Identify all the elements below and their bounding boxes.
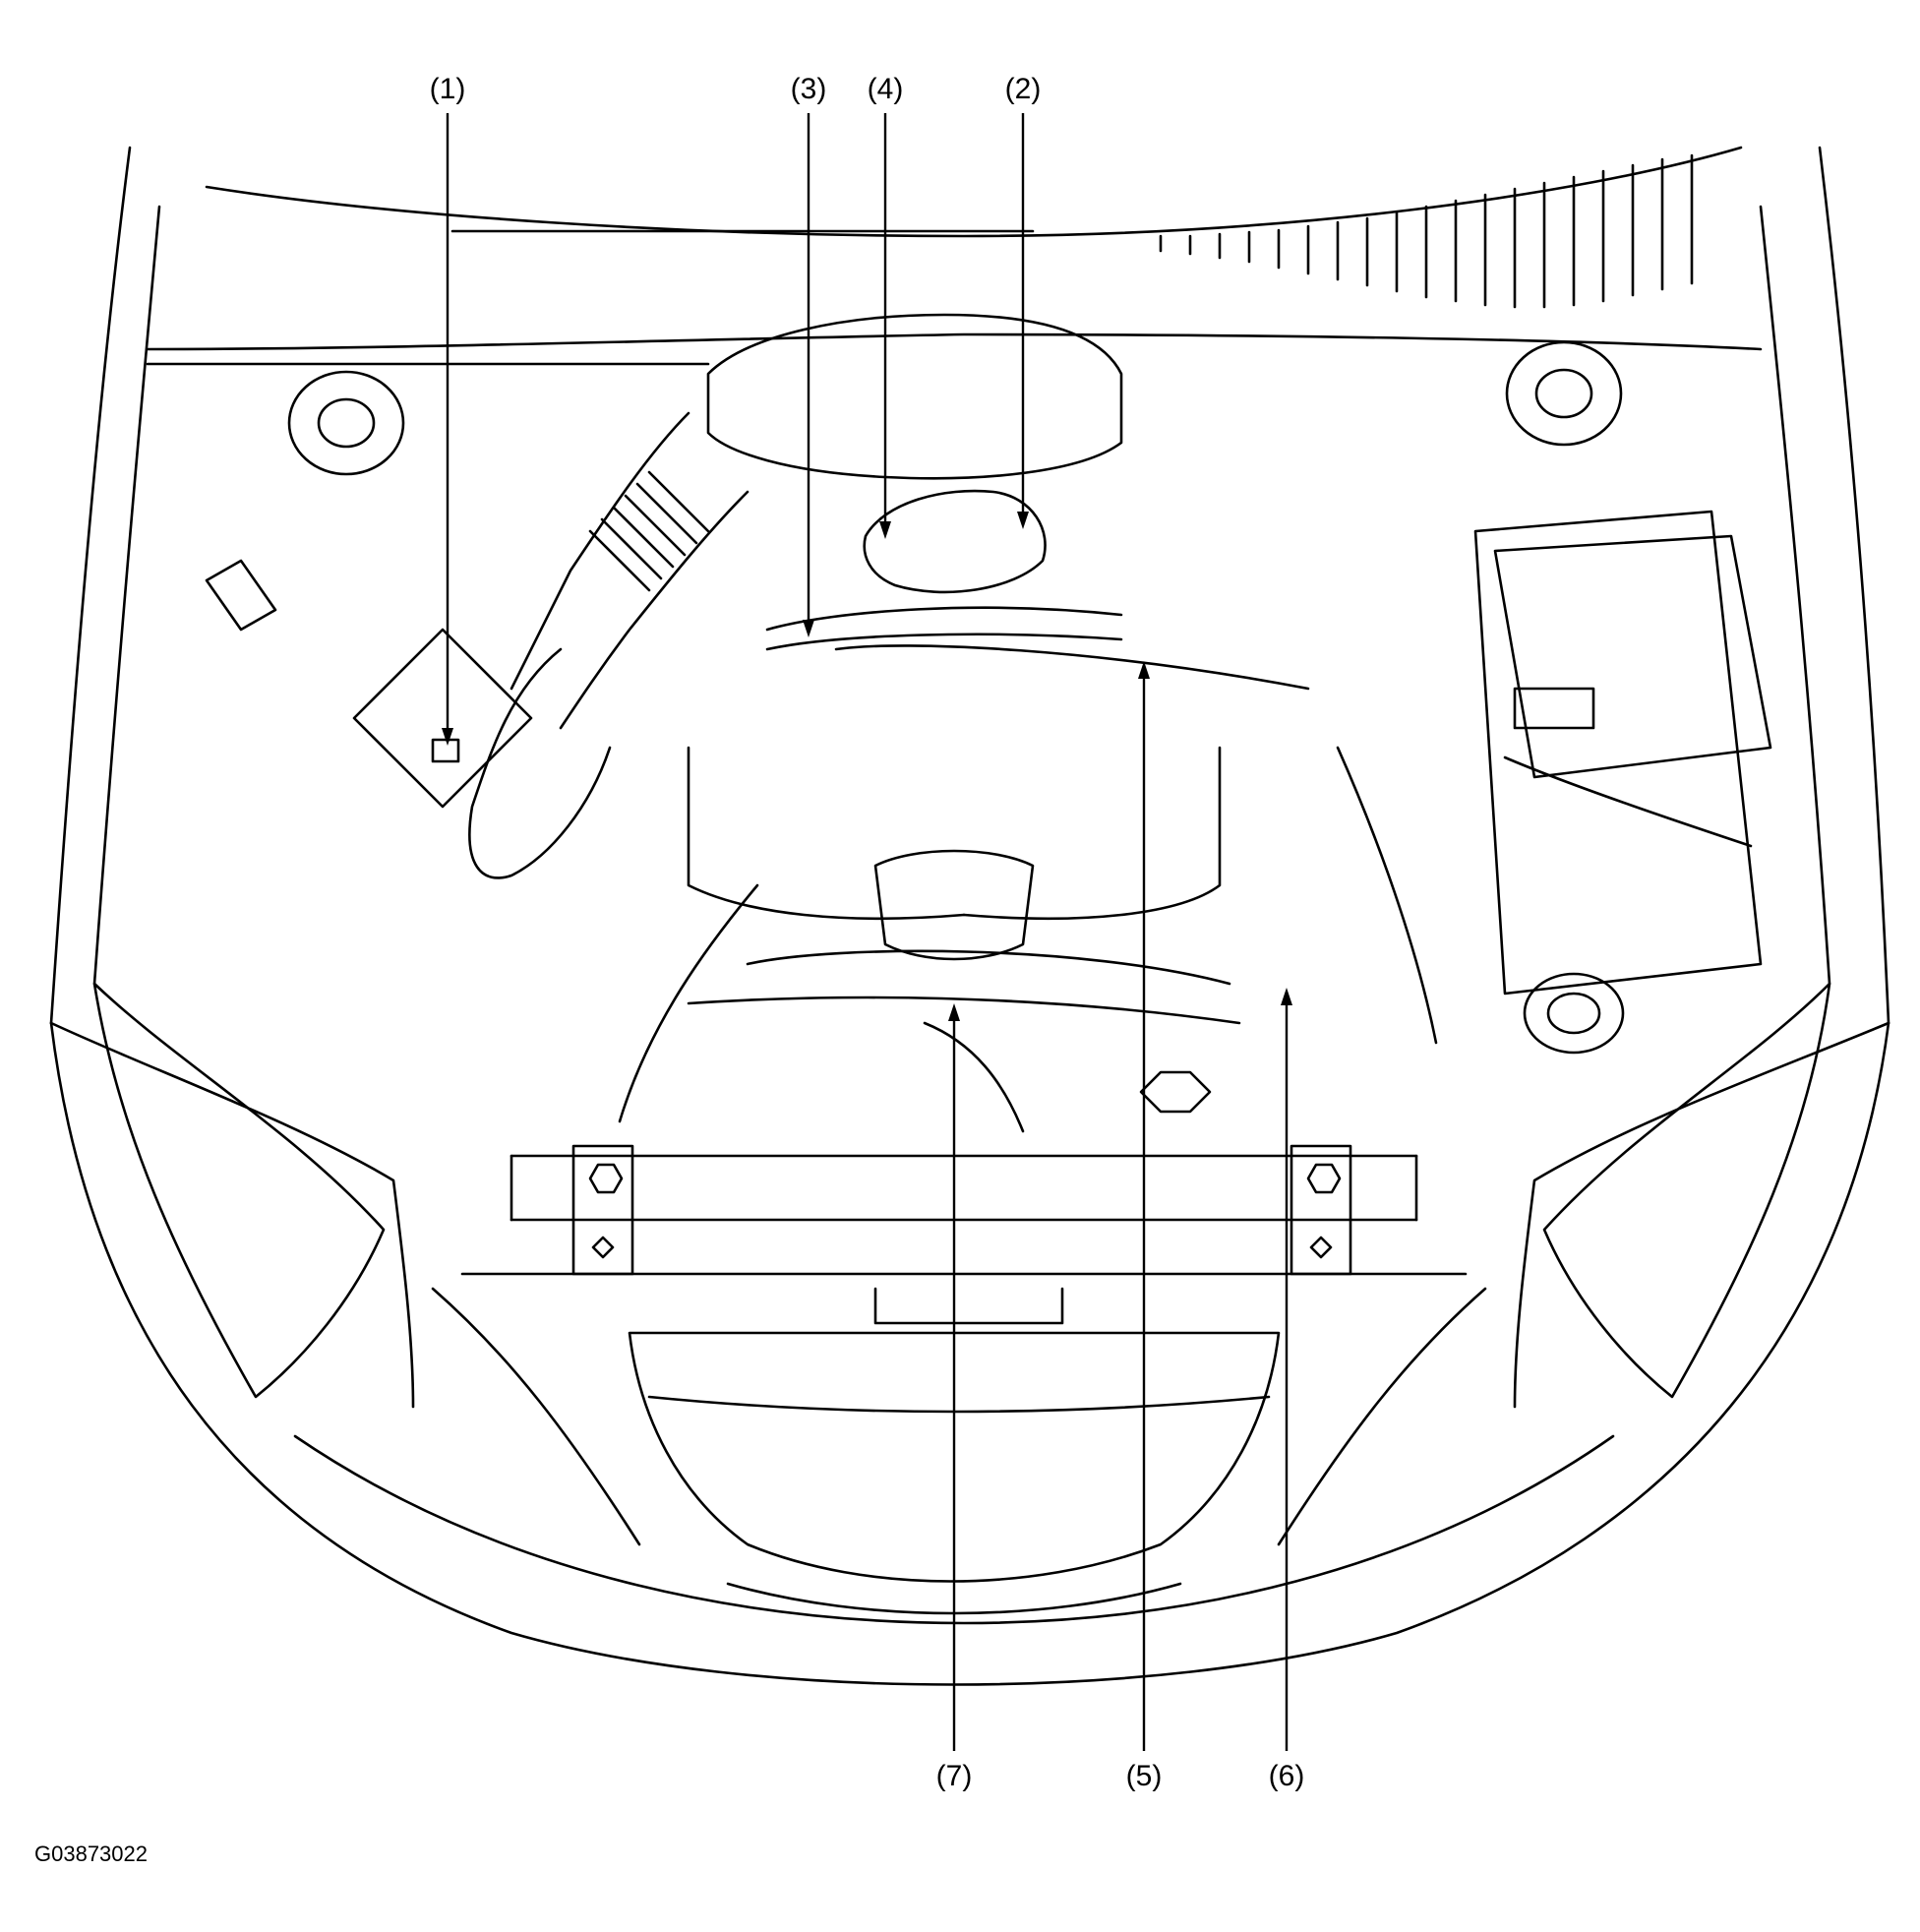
right-headlight-outline bbox=[1542, 982, 1831, 1399]
engine-block-right bbox=[962, 746, 1222, 921]
right-bracket-bolt-diamond bbox=[1309, 1236, 1333, 1259]
engine-block-left bbox=[687, 746, 966, 921]
right-bracket-bolt-hex bbox=[1306, 1163, 1342, 1194]
left-hood-latch-bracket bbox=[571, 1144, 634, 1276]
left-hood-edge bbox=[49, 146, 132, 1025]
front-bumper-outline bbox=[49, 1021, 1890, 1686]
callout-label-4: (4) bbox=[868, 73, 904, 105]
left-headlight-outline bbox=[92, 982, 386, 1399]
coolant-reservoir-cap bbox=[1523, 972, 1625, 1055]
callout-labels: (1) (2) (3) (4) (5) (6) (7) bbox=[430, 73, 1305, 1792]
throttle-body bbox=[863, 489, 1047, 594]
leader-1-arrow bbox=[442, 728, 453, 746]
cowl-top-line bbox=[205, 146, 1743, 238]
battery-tray bbox=[1473, 510, 1763, 996]
intake-cover bbox=[706, 313, 1123, 480]
callout-label-5: (5) bbox=[1126, 1760, 1163, 1792]
callout-label-2: (2) bbox=[1005, 73, 1042, 105]
cowl-lower-line bbox=[146, 332, 1763, 351]
right-fender-crease bbox=[1513, 1021, 1890, 1409]
figure-code: G03873022 bbox=[34, 1841, 148, 1866]
engine-front-cover bbox=[746, 949, 1231, 986]
strut-towers bbox=[287, 340, 1623, 476]
callout-label-7: (7) bbox=[936, 1760, 973, 1792]
right-hood-latch-bracket bbox=[1290, 1144, 1352, 1276]
left-strut-tower-inner bbox=[317, 397, 376, 449]
leader-5-arrow bbox=[1138, 661, 1150, 679]
right-strut-tower-outer bbox=[1505, 340, 1623, 447]
front-bumper-lower-line bbox=[293, 1434, 1615, 1625]
intake-duct-lower bbox=[559, 490, 750, 730]
grille-inner-bar bbox=[647, 1395, 1271, 1414]
right-strut-tower-inner bbox=[1534, 368, 1593, 419]
intake-hose-elbow bbox=[468, 647, 612, 879]
air-intake-assembly bbox=[205, 411, 750, 879]
cowl-and-firewall bbox=[146, 146, 1763, 366]
air-cleaner-case bbox=[352, 628, 533, 809]
connector-1-body bbox=[431, 738, 460, 763]
left-bracket-bolt-hex bbox=[588, 1163, 624, 1194]
callout-label-6: (6) bbox=[1269, 1760, 1305, 1792]
engine-lower-line bbox=[687, 996, 1241, 1025]
right-hood-edge bbox=[1818, 146, 1890, 1025]
intake-duct-upper bbox=[510, 411, 690, 691]
radiator-support bbox=[460, 1144, 1468, 1325]
fuse-box bbox=[1513, 687, 1595, 730]
battery-outline bbox=[1493, 534, 1772, 779]
engine-center-pulley bbox=[873, 849, 1035, 961]
air-cleaner-label bbox=[205, 559, 277, 632]
coolant-reservoir-cap-inner bbox=[1546, 992, 1601, 1035]
oil-filler-cap bbox=[1139, 1070, 1212, 1114]
callout-label-3: (3) bbox=[791, 73, 827, 105]
leader-7-arrow bbox=[948, 1003, 960, 1021]
grille-opening bbox=[628, 1331, 1281, 1583]
left-bracket-bolt-diamond bbox=[591, 1236, 615, 1259]
manifold-runner-1 bbox=[765, 606, 1123, 632]
hose-center-lower bbox=[923, 1021, 1025, 1133]
leader-6-arrow bbox=[1281, 988, 1292, 1005]
right-hood-inner-edge bbox=[1759, 205, 1831, 986]
left-strut-tower-outer bbox=[287, 370, 405, 476]
battery-cable bbox=[1503, 755, 1753, 848]
engine-top bbox=[618, 313, 1438, 1133]
bumper-right-slot bbox=[1277, 1287, 1487, 1546]
cowl-vent-grille bbox=[1159, 153, 1694, 309]
leader-3-arrow bbox=[803, 620, 814, 637]
callout-label-1: (1) bbox=[430, 73, 466, 105]
leader-4-arrow bbox=[879, 521, 891, 539]
intake-duct-ribs bbox=[588, 470, 710, 592]
manifold-runner-2 bbox=[765, 633, 1123, 651]
callout-leaders bbox=[442, 113, 1292, 1751]
leader-2-arrow bbox=[1017, 512, 1029, 529]
fuel-rail bbox=[834, 644, 1310, 691]
left-fender-crease bbox=[49, 1021, 415, 1409]
radiator-hose-stub bbox=[873, 1287, 1064, 1325]
bumper-left-slot bbox=[431, 1287, 641, 1546]
hose-left-lower bbox=[618, 883, 759, 1123]
left-hood-inner-edge bbox=[92, 205, 161, 986]
right-hose bbox=[1336, 746, 1438, 1045]
right-side-components bbox=[1473, 510, 1772, 1055]
